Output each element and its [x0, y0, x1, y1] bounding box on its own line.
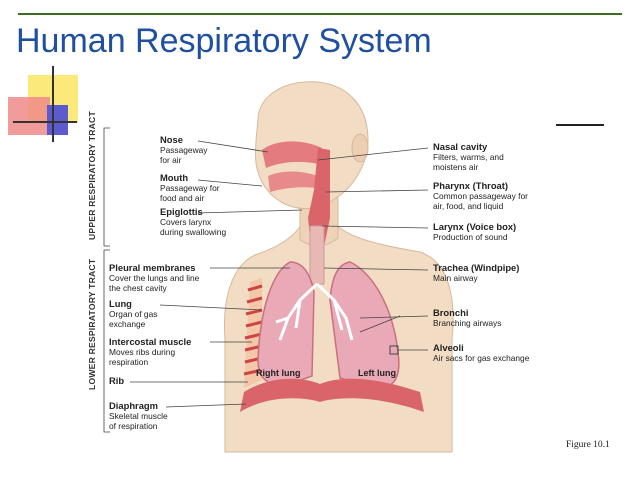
- upper-tract-label: UPPER RESPIRATORY TRACT: [87, 111, 97, 240]
- lower-tract-label: LOWER RESPIRATORY TRACT: [87, 258, 97, 390]
- top-rule: [18, 13, 622, 15]
- page-title: Human Respiratory System: [16, 22, 432, 60]
- short-rule: [556, 124, 604, 126]
- figure-number: Figure 10.1: [566, 440, 610, 450]
- left-lung-label: Left lung: [358, 368, 396, 378]
- label-larynx: Larynx (Voice box)Production of sound: [433, 221, 517, 242]
- label-trachea: Trachea (Windpipe)Main airway: [433, 262, 520, 283]
- label-rib: Rib: [109, 375, 125, 386]
- right-lung-label: Right lung: [256, 368, 301, 378]
